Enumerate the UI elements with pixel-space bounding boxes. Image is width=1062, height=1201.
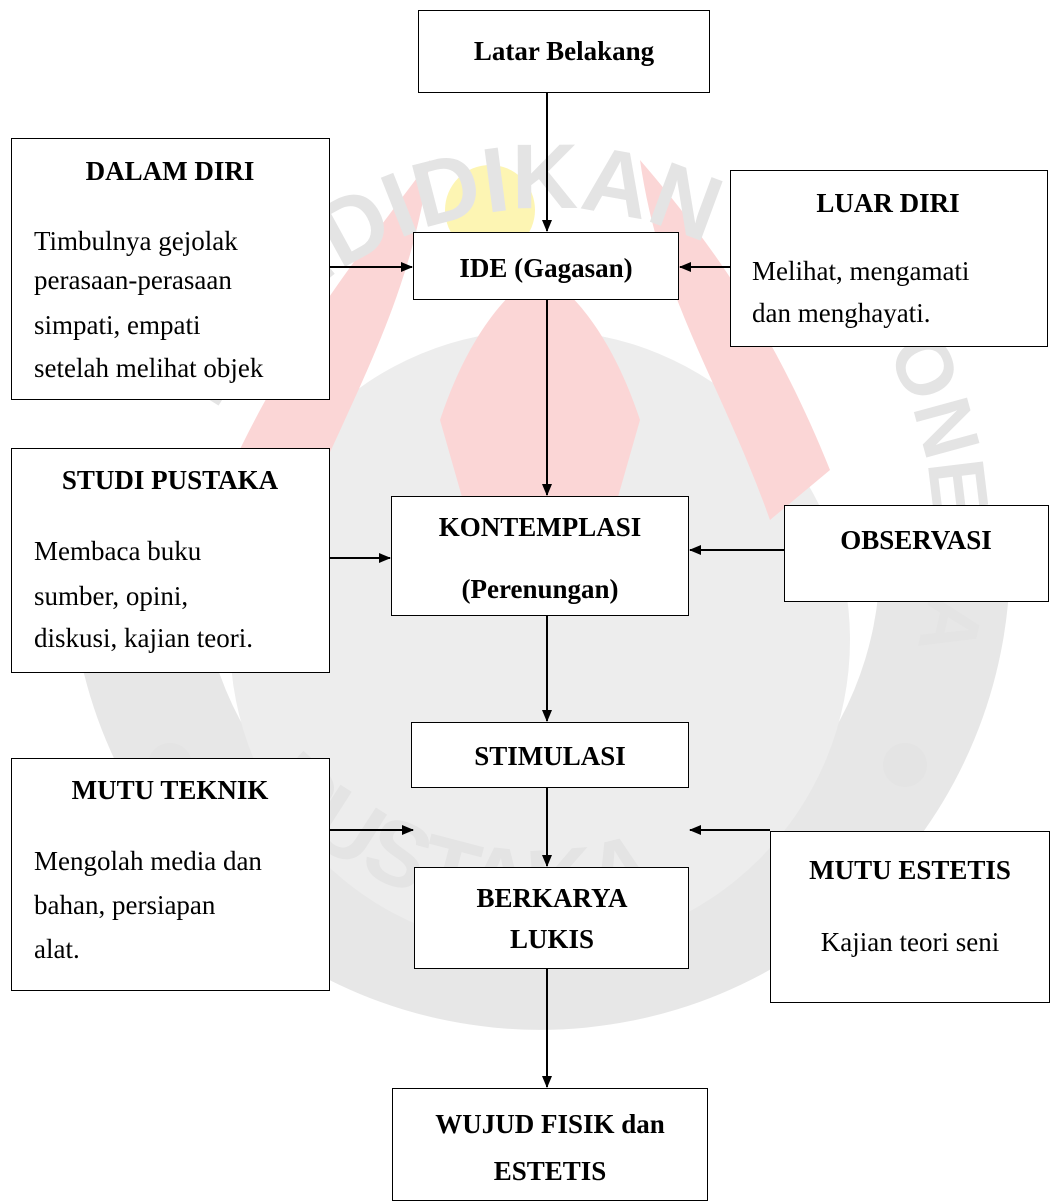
node-dalam-diri bbox=[11, 138, 330, 400]
berkarya-title: BERKARYA bbox=[476, 883, 628, 913]
node-stimulasi bbox=[411, 722, 689, 788]
node-kontemplasi bbox=[391, 496, 689, 616]
seal-red-flame-left bbox=[230, 160, 430, 520]
mutu-teknik-line: bahan, persiapan bbox=[34, 890, 216, 920]
studi-pustaka-title: STUDI PUSTAKA bbox=[61, 465, 279, 495]
seal-dot-right bbox=[883, 743, 927, 787]
node-ide bbox=[413, 232, 679, 300]
node-mutu-teknik bbox=[11, 758, 330, 991]
wujud-title: WUJUD FISIK dan bbox=[435, 1109, 665, 1139]
studi-pustaka-line: diskusi, kajian teori. bbox=[34, 623, 253, 653]
luar-diri-title: LUAR DIRI bbox=[816, 188, 960, 218]
seal-gray-disc bbox=[230, 330, 850, 950]
dalam-diri-line: perasaan-perasaan bbox=[34, 265, 232, 295]
mutu-estetis-title: MUTU ESTETIS bbox=[809, 855, 1011, 885]
kontemplasi-title: KONTEMPLASI bbox=[438, 512, 642, 542]
seal-red-flame-center bbox=[440, 270, 640, 560]
studi-pustaka-line: sumber, opini, bbox=[34, 581, 189, 611]
dalam-diri-title: DALAM DIRI bbox=[85, 156, 255, 186]
observasi-title: OBSERVASI bbox=[840, 525, 992, 555]
dalam-diri-line: simpati, empati bbox=[34, 310, 201, 340]
node-studi-pustaka bbox=[11, 448, 330, 673]
wujud-subtitle: ESTETIS bbox=[493, 1156, 607, 1186]
studi-pustaka-line: Membaca buku bbox=[34, 536, 202, 566]
berkarya-subtitle: LUKIS bbox=[509, 924, 595, 954]
node-observasi bbox=[784, 505, 1049, 602]
latar-belakang-title: Latar Belakang bbox=[473, 36, 655, 66]
stimulasi-title: STIMULASI bbox=[474, 741, 626, 771]
kontemplasi-subtitle: (Perenungan) bbox=[461, 574, 619, 604]
dalam-diri-line: Timbulnya gejolak bbox=[34, 226, 238, 256]
mutu-estetis-line: Kajian teori seni bbox=[820, 927, 1000, 957]
node-mutu-estetis bbox=[770, 831, 1050, 1003]
node-wujud-fisik bbox=[392, 1088, 708, 1201]
ide-title: IDE (Gagasan) bbox=[459, 253, 633, 283]
node-latar-belakang bbox=[418, 10, 710, 93]
mutu-teknik-title: MUTU TEKNIK bbox=[71, 775, 269, 805]
node-berkarya-lukis bbox=[414, 867, 689, 969]
dalam-diri-line: setelah melihat objek bbox=[34, 353, 264, 383]
mutu-teknik-line: Mengolah media dan bbox=[34, 846, 262, 876]
mutu-teknik-line: alat. bbox=[34, 934, 80, 964]
luar-diri-line: Melihat, mengamati bbox=[752, 256, 970, 286]
node-luar-diri bbox=[730, 170, 1048, 347]
luar-diri-line: dan menghayati. bbox=[752, 298, 931, 328]
